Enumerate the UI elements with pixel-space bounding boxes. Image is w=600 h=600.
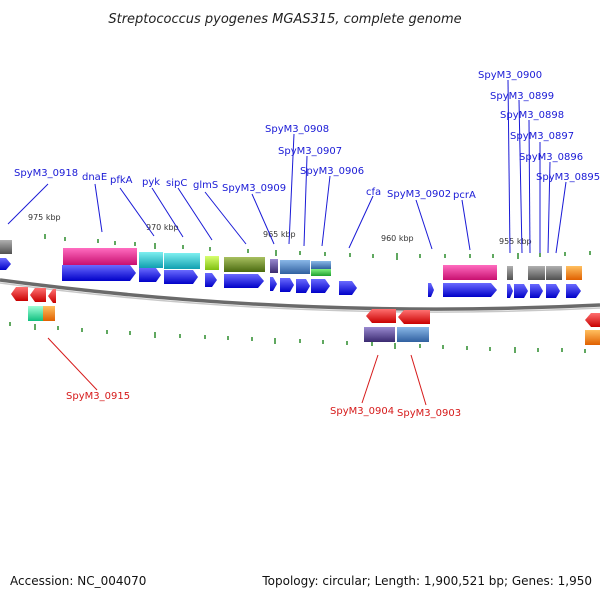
feature-box: [443, 265, 497, 280]
reverse-gene-labels: SpyM3_0915 SpyM3_0904 SpyM3_0903: [66, 391, 461, 419]
gene-label: pcrA: [453, 190, 476, 201]
forward-arrow: [507, 284, 513, 298]
feature-box: [528, 266, 545, 280]
scale-label-955: 955 kbp: [499, 237, 532, 246]
gene-label: SpyM3_0908: [265, 124, 329, 135]
gene-label: pyk: [142, 177, 160, 188]
gene-label: SpyM3_0900: [478, 70, 542, 81]
forward-arrow: [0, 258, 11, 270]
scale-label-970: 970 kbp: [146, 223, 179, 232]
forward-arrow: [530, 284, 543, 298]
feature-box: [585, 330, 600, 345]
forward-leader-lines: [7, 79, 567, 254]
feature-box: [270, 259, 278, 273]
feature-box: [364, 327, 395, 342]
gene-label: SpyM3_0907: [278, 146, 342, 157]
gene-label: SpyM3_0895: [536, 172, 600, 183]
reverse-arrows: [11, 287, 600, 327]
gene-label: SpyM3_0902: [387, 189, 451, 200]
feature-box: [139, 252, 163, 268]
scale-label-960: 960 kbp: [381, 234, 414, 243]
feature-box: [43, 306, 55, 321]
feature-box: [28, 306, 43, 321]
forward-arrow: [339, 281, 357, 295]
scale-label-975: 975 kbp: [28, 213, 61, 222]
forward-arrow: [164, 270, 198, 284]
forward-arrow: [443, 283, 497, 297]
gene-label: glmS: [193, 180, 218, 191]
forward-arrow: [428, 283, 434, 297]
reverse-arrow: [398, 310, 430, 324]
feature-box: [397, 327, 429, 342]
gene-label: dnaE: [82, 172, 107, 183]
forward-arrow: [139, 268, 161, 282]
genome-backbone-shadow: [0, 282, 600, 313]
feature-box: [224, 257, 265, 272]
forward-arrow: [566, 284, 581, 298]
forward-arrows: [0, 258, 581, 298]
genome-summary-text: Topology: circular; Length: 1,900,521 bp…: [262, 574, 592, 588]
gene-label: cfa: [366, 187, 381, 198]
gene-label: SpyM3_0898: [500, 110, 564, 121]
gene-label: pfkA: [110, 175, 133, 186]
feature-box: [63, 248, 137, 265]
feature-box: [0, 240, 12, 254]
forward-arrow: [224, 274, 264, 288]
feature-box: [507, 266, 513, 280]
map-title: Streptococcus pyogenes MGAS315, complete…: [108, 12, 461, 27]
feature-box: [164, 253, 200, 269]
reverse-arrow: [585, 313, 600, 327]
gene-label: SpyM3_0899: [490, 91, 554, 102]
feature-box: [566, 266, 582, 280]
forward-arrow: [205, 273, 217, 287]
reverse-arrow: [48, 289, 56, 303]
reverse-feature-boxes: [28, 306, 600, 345]
forward-arrow: [546, 284, 560, 298]
forward-arrow: [514, 284, 528, 298]
feature-box: [311, 269, 331, 276]
gene-label: SpyM3_0915: [66, 391, 130, 402]
forward-arrow: [296, 279, 310, 293]
forward-arrow: [270, 277, 277, 291]
lower-scale-ticks: [9, 322, 586, 353]
gene-label: SpyM3_0909: [222, 183, 286, 194]
upper-scale-ticks: [44, 234, 591, 260]
reverse-leader-lines: [47, 337, 427, 406]
genome-backbone: [0, 278, 600, 311]
gene-label: SpyM3_0918: [14, 168, 78, 179]
reverse-arrow: [11, 287, 28, 301]
forward-arrow: [62, 265, 136, 281]
feature-box: [546, 266, 562, 280]
scale-label-965: 965 kbp: [263, 230, 296, 239]
forward-arrow: [311, 279, 330, 293]
reverse-arrow: [366, 309, 396, 323]
feature-box: [205, 256, 219, 270]
forward-feature-boxes: [0, 240, 582, 280]
gene-label: sipC: [166, 178, 187, 189]
feature-box: [311, 261, 331, 269]
feature-box: [280, 260, 310, 274]
reverse-arrow: [30, 288, 46, 302]
gene-label: SpyM3_0903: [397, 408, 461, 419]
accession-text: Accession: NC_004070: [10, 574, 147, 588]
gene-label: SpyM3_0906: [300, 166, 364, 177]
gene-label: SpyM3_0897: [510, 131, 574, 142]
forward-arrow: [280, 278, 294, 292]
gene-label: SpyM3_0896: [519, 152, 583, 163]
gene-label: SpyM3_0904: [330, 406, 394, 417]
forward-gene-labels: SpyM3_0918 dnaE pfkA pyk sipC glmS SpyM3…: [14, 70, 600, 201]
